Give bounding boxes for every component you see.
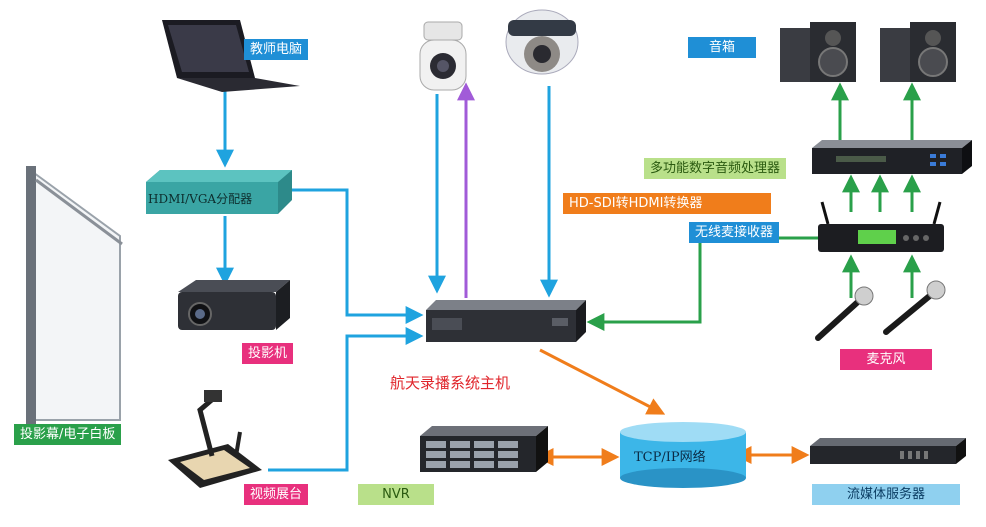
link-receiver-host xyxy=(586,236,820,331)
speaker-icon-2 xyxy=(880,22,956,82)
audio-processor-label: 多功能数字音频处理器 xyxy=(644,158,787,179)
streaming-label: 流媒体服务器 xyxy=(812,484,960,505)
speaker-icon-1 xyxy=(780,22,856,82)
streaming-server-icon xyxy=(810,438,966,464)
nvr-label: NVR xyxy=(358,484,434,505)
microphone-icon-1 xyxy=(815,286,874,341)
converter-label: HD-SDI转HDMI转换器 xyxy=(563,193,771,214)
wireless-receiver-icon xyxy=(818,201,944,252)
projection-screen-icon xyxy=(26,166,123,424)
ptz-camera-icon xyxy=(419,21,467,91)
audio-processor-icon xyxy=(812,140,972,174)
wireless-receiver-label: 无线麦接收器 xyxy=(689,222,780,243)
dome-camera-icon xyxy=(505,9,579,75)
link-visualizer-host xyxy=(268,327,424,472)
teacher-pc-label: 教师电脑 xyxy=(244,39,309,60)
host-label: 航天录播系统主机 xyxy=(390,374,511,392)
splitter-box xyxy=(146,170,292,214)
microphone-icon-2 xyxy=(883,280,946,335)
nvr-icon xyxy=(420,426,548,472)
projector-icon xyxy=(178,280,290,330)
link-splitter-host xyxy=(280,188,424,324)
screen-label: 投影幕/电子白板 xyxy=(14,424,122,445)
network-cylinder-icon xyxy=(620,422,746,488)
visualizer-label: 视频展台 xyxy=(244,484,309,505)
microphone-label: 麦克风 xyxy=(840,349,932,370)
laptop-icon xyxy=(162,20,300,92)
link-host-network xyxy=(539,348,666,415)
projector-label: 投影机 xyxy=(242,343,294,364)
splitter-label: HDMI/VGA分配器 xyxy=(148,192,253,206)
visualizer-icon xyxy=(168,390,262,488)
network-label: TCP/IP网络 xyxy=(634,450,706,465)
recording-host-icon xyxy=(426,300,586,342)
speakers-label: 音箱 xyxy=(688,37,756,58)
